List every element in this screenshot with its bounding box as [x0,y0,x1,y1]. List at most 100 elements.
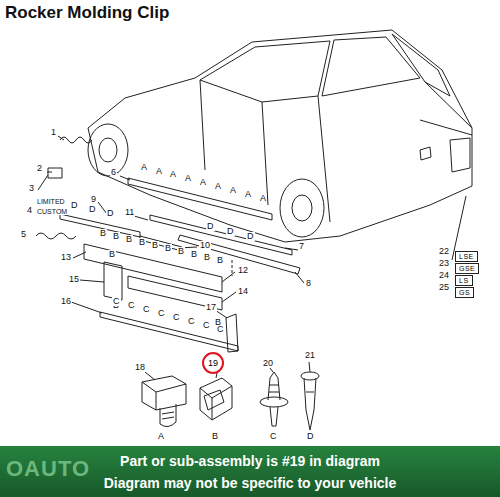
clip-b [200,378,232,420]
car-window [200,41,330,102]
trim-badge: LSE [455,251,478,262]
location-letter: C [112,297,121,306]
location-letter: D [70,201,79,210]
callout-number: 8 [305,279,312,288]
front-wheel-hub [99,138,117,162]
location-letter: D [226,227,235,236]
location-letter: C [127,301,136,310]
location-letter: D [106,209,115,218]
location-letter: D [246,232,255,241]
callout-number: 12 [237,266,249,275]
callout-number: 13 [60,253,72,262]
molding-strip [150,215,292,255]
emblem-text: LIMITED [36,198,66,205]
location-letter: C [216,325,225,334]
location-letter: A [140,163,148,172]
footer-note: Diagram may not be specific to your vehi… [104,476,397,490]
location-letter: B [203,253,211,262]
callout-number: 22 [438,247,450,256]
location-letter: A [259,194,267,203]
molding-strip [140,236,182,251]
location-letter: A [157,432,165,441]
car-window [322,37,420,96]
location-letter: B [151,241,159,250]
molding-strip [60,214,140,237]
location-letter: C [202,321,211,330]
callout-number: 16 [60,297,72,306]
callout-number: 21 [304,351,316,360]
rear-wheel [280,179,324,237]
location-letter: B [211,432,219,441]
emblem-text: CUSTOM [36,208,68,215]
leader-line [232,260,233,276]
end-cap [226,314,238,352]
trim-badge: LS [455,275,473,286]
callout-number: 4 [26,206,33,215]
location-letter: D [306,432,315,441]
rear-wheel-hub [292,195,312,221]
end-bracket [104,262,122,300]
rocker-panel [84,244,222,292]
location-letter: A [229,186,237,195]
location-letter: C [157,309,166,318]
location-letter: B [164,244,172,253]
badge-text: GSE [459,265,475,272]
location-letter: C [142,305,151,314]
footer-note: Part or sub-assembly is #19 in diagram [120,454,380,468]
callout-number: 25 [438,283,450,292]
location-letter: B [190,250,198,259]
callout-number: 14 [237,287,249,296]
location-letter: A [184,174,192,183]
location-letter: A [169,170,177,179]
location-letter: B [138,238,146,247]
callout-number: 18 [134,363,146,372]
highlight-circle: 19 [202,352,224,374]
location-letter: B [108,250,116,259]
badge-text: GS [459,289,470,296]
location-letter: C [172,313,181,322]
callout-number: 7 [298,242,305,251]
clip-a [142,376,186,427]
badge-text: LS [459,277,469,284]
callout-number: 24 [438,271,450,280]
fuel-door [420,147,431,160]
script-emblem [60,137,92,143]
callout-number: 10 [199,241,211,250]
location-letter: C [187,317,196,326]
badge-text: LSE [459,253,474,260]
location-letter: A [214,182,222,191]
diagram-title: Rocker Molding Clip [5,4,169,21]
callout-number: 1 [50,128,57,137]
trim-badge: GSE [455,263,479,274]
watermark: OAUTO [6,458,90,480]
script-emblem [36,233,76,239]
trim-badge: GS [455,287,474,298]
callout-number: 9 [90,195,97,204]
trunk-line [420,82,472,135]
emblem-plate [48,168,62,178]
location-letter: D [88,205,97,214]
callout-number: 6 [110,168,117,177]
molding-strip [100,312,238,351]
location-letter: B [125,235,133,244]
front-wheel [88,124,128,176]
callout-number: 3 [28,184,35,193]
location-letter: A [155,167,163,176]
molding-strip [128,178,272,220]
rear-window [392,34,450,96]
car-body [88,30,472,242]
callout-number: 17 [205,303,217,312]
callout-number: 5 [20,230,27,239]
callout-number: 2 [36,164,43,173]
callout-number: 19 [208,359,218,368]
location-letter: A [244,190,252,199]
location-letter: B [112,232,120,241]
location-letter: B [99,229,107,238]
leader-line [145,362,310,380]
molding-strip [178,235,300,274]
callout-number: 11 [124,208,135,217]
location-letter: C [269,432,278,441]
callout-number: 23 [438,259,450,268]
